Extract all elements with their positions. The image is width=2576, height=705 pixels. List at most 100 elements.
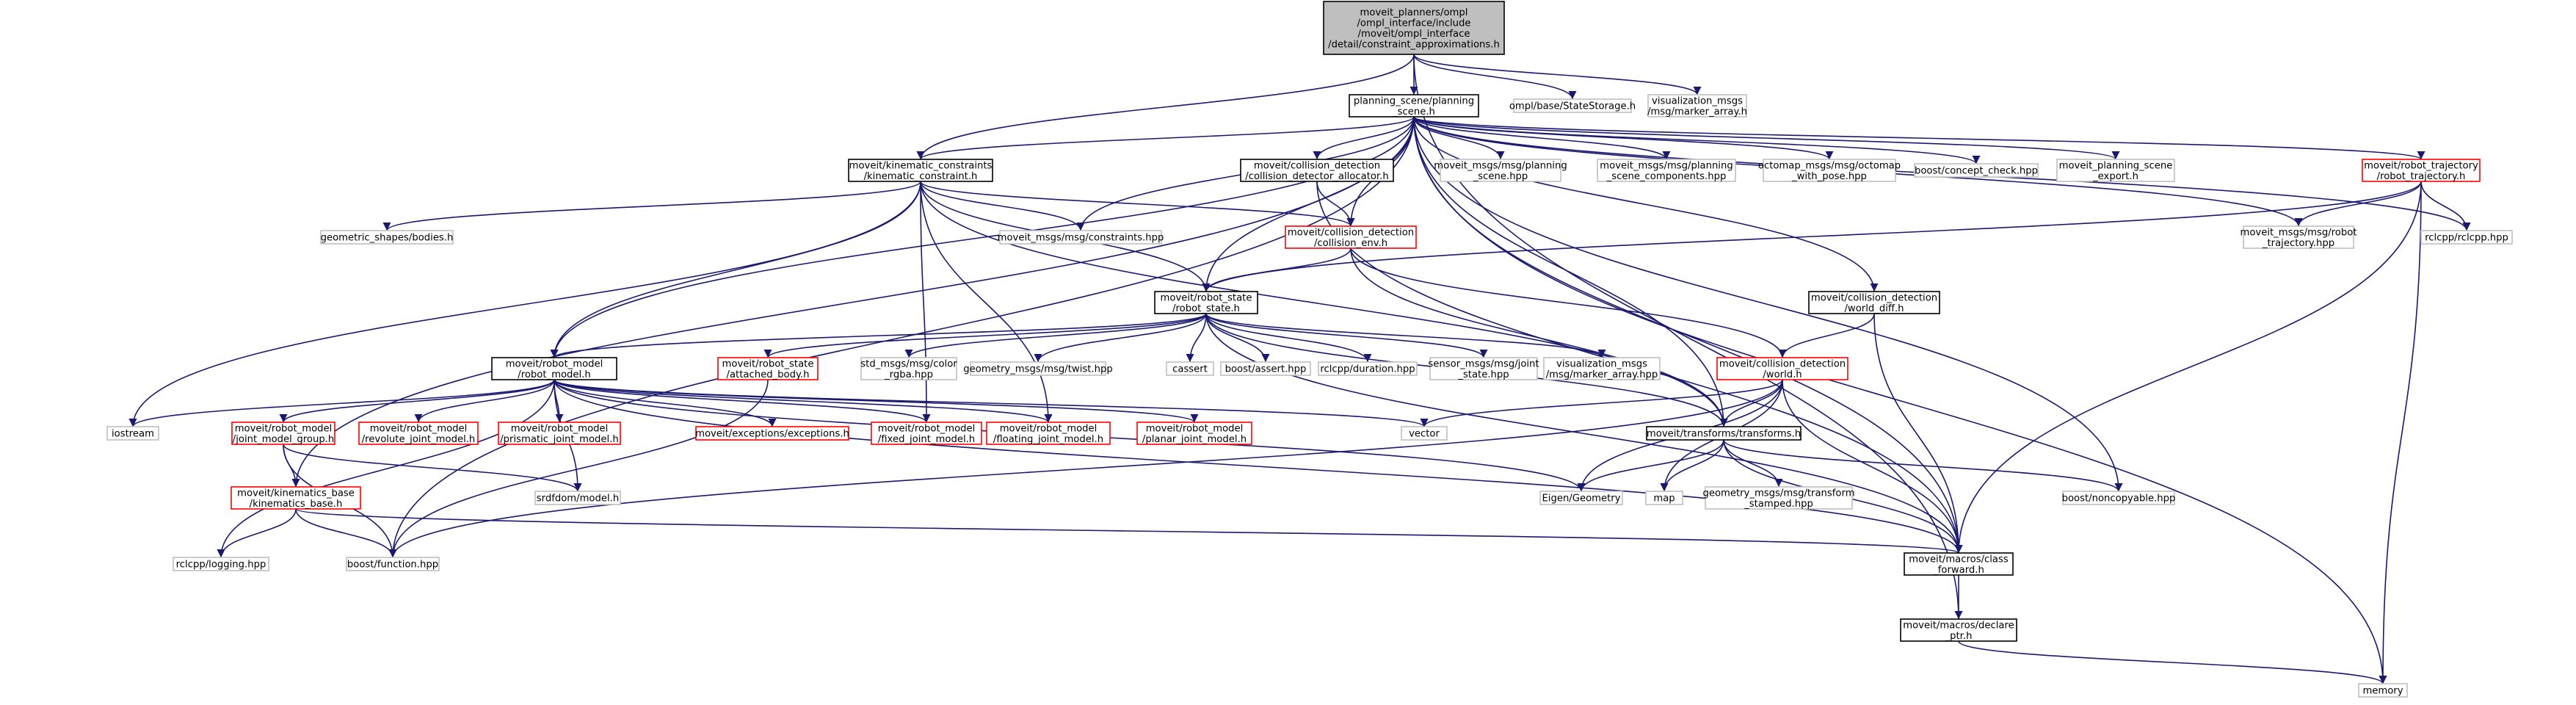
node-box [1349,94,1479,118]
node-label-line: std_msgs/msg/color [860,358,957,369]
node-srdfdom: srdfdom/model.h [534,491,621,505]
node-geometric-shapes: geometric_shapes/bodies.h [320,230,454,245]
edge-robot_trajectory-to-memory [2379,181,2422,684]
edge-transforms-to-noncopyable [1723,439,2123,492]
node-label-line: /ompl_interface/include [1357,18,1470,29]
node-label-line: moveit/kinematics_base [237,488,355,499]
node-box [491,357,617,380]
node-box [1904,552,2014,576]
node-planning-scene[interactable]: planning_scene/planning_scene.h [1349,94,1479,118]
node-label-line: rclcpp/logging.hpp [176,560,266,571]
node-box [1597,159,1736,182]
node-label-line: srdfdom/model.h [537,494,619,505]
node-label-line: _forward.h [1932,565,1984,576]
node-label-line: moveit_msgs/msg/constraints.hpp [998,233,1164,244]
node-label-line: moveit/collision_detection [1288,227,1414,238]
node-box [1513,98,1632,113]
edge-attached_body-to-boost_function [388,379,769,558]
node-box [231,486,361,510]
node-label-line: moveit/robot_model [370,423,468,434]
node-transform-stamped: geometry_msgs/msg/transform_stamped.hpp [1702,486,1855,510]
edge-kinematic_constraint-to-fixed [920,181,931,423]
node-collision-env[interactable]: moveit/collision_detection/collision_env… [1285,225,1417,249]
edge-planning_scene-to-kinematics_base [291,116,1415,488]
node-box [106,426,159,441]
node-label-line: moveit/collision_detection [1719,358,1846,369]
node-box [1808,291,1940,314]
node-box [986,422,1111,445]
node-world[interactable]: moveit/collision_detection/world.h [1716,357,1848,380]
node-label-line: moveit/robot_model [1000,423,1097,434]
node-label-line: visualization_msgs [1652,95,1743,106]
node-jmg[interactable]: moveit/robot_model/joint_model_group.h [231,422,335,445]
edge-world-to-class_forward [1782,379,1963,554]
edge-planning_scene-to-world_diff [1413,116,1879,292]
node-label-line: moveit/robot_model [506,358,603,369]
node-label-line: /attached_body.h [727,369,810,380]
edge-planning_scene-to-msg_planning_scene [1413,116,1505,160]
node-label-line: _scene.h [1392,106,1435,118]
node-planar[interactable]: moveit/robot_model/planar_joint_model.h [1136,422,1252,445]
node-attached-body[interactable]: moveit/robot_state/attached_body.h [717,357,819,380]
node-kinematics-base[interactable]: moveit/kinematics_base/kinematics_base.h [231,486,361,510]
node-label-line: geometry_msgs/msg/transform [1702,488,1854,499]
edge-planning_scene-to-memory [1413,116,2387,684]
node-box [1914,163,2039,178]
node-declare-ptr[interactable]: moveit/macros/declare_ptr.h [1900,618,2017,642]
node-label-line: moveit/collision_detection [1811,292,1937,303]
edge-planning_scene-to-noncopyable [1413,116,2123,492]
node-msg-constraints: moveit_msgs/msg/constraints.hpp [998,230,1164,245]
node-label-line: /robot_model.h [518,369,590,380]
node-label-line: moveit/collision_detection [1254,160,1380,171]
node-revolute[interactable]: moveit/robot_model/revolute_joint_model.… [358,422,479,445]
node-box [2358,683,2408,698]
node-box [1539,491,1623,505]
node-logging: rclcpp/logging.hpp [173,557,269,571]
node-label-line: visualization_msgs [1556,358,1647,369]
edge-kinematic_constraint-to-geometric_shapes [382,181,921,231]
node-label-line: /planar_joint_model.h [1142,434,1247,445]
node-box [1716,357,1848,380]
node-root[interactable]: moveit_planners/ompl/ompl_interface/incl… [1323,1,1505,55]
node-memory: memory [2358,683,2408,698]
node-label-line: moveit_planning_scene [2059,160,2173,171]
edge-transforms-to-eigen [1577,439,1724,492]
node-octomap: octomap_msgs/msg/octomap_with_pose.hpp [1758,159,1901,182]
node-label-line: /joint_model_group.h [233,434,334,445]
node-msg-ps-components: moveit_msgs/msg/planning_scene_component… [1597,159,1736,182]
node-box [498,422,621,445]
node-label-line: /floating_joint_model.h [993,434,1103,445]
node-box [1401,426,1448,441]
node-label-line: moveit/macros/class [1909,554,2009,565]
node-label-line: ompl/base/StateStorage.h [1509,101,1636,112]
node-label-line: moveit_msgs/msg/planning [1434,160,1567,171]
node-robot-trajectory[interactable]: moveit/robot_trajectory/robot_trajectory… [2362,159,2481,182]
node-box [2062,491,2175,505]
node-label-line: octomap_msgs/msg/octomap [1758,160,1901,171]
node-label-line: moveit/robot_model [878,423,976,434]
node-label-line: /revolute_joint_model.h [362,434,476,445]
edge-kinematic_constraint-to-transforms [920,181,1728,427]
node-robot-model[interactable]: moveit/robot_model/robot_model.h [491,357,617,380]
node-box [1705,486,1853,510]
node-class-forward[interactable]: moveit/macros/class_forward.h [1904,552,2014,576]
node-box [2362,159,2481,182]
node-floating[interactable]: moveit/robot_model/floating_joint_model.… [986,422,1111,445]
node-label-line: boost/assert.hpp [1225,364,1307,375]
edge-planning_scene-to-transforms [1413,116,1728,427]
node-kinematic-constraint[interactable]: moveit/kinematic_constraints/kinematic_c… [848,159,993,182]
node-prismatic[interactable]: moveit/robot_model/prismatic_joint_model… [498,422,621,445]
node-label-line: /robot_trajectory.h [2377,171,2466,182]
edge-root-to-state_storage [1413,54,1577,100]
node-label-line: moveit/robot_state [722,358,814,369]
node-cd-allocator[interactable]: moveit/collision_detection/collision_det… [1240,159,1394,182]
node-world-diff[interactable]: moveit/collision_detection/world_diff.h [1808,291,1940,314]
node-transforms[interactable]: moveit/transforms/transforms.h [1646,426,1802,441]
node-exceptions[interactable]: moveit/exceptions/exceptions.h [695,426,849,441]
node-viz-marker-hpp: visualization_msgs/msg/marker_array.hpp [1543,357,1661,380]
node-box [1318,361,1418,376]
node-robot-state[interactable]: moveit/robot_state/robot_state.h [1154,291,1258,314]
node-fixed[interactable]: moveit/robot_model/fixed_joint_model.h [871,422,982,445]
node-box [860,357,957,380]
node-label-line: /kinematics_base.h [250,499,343,510]
